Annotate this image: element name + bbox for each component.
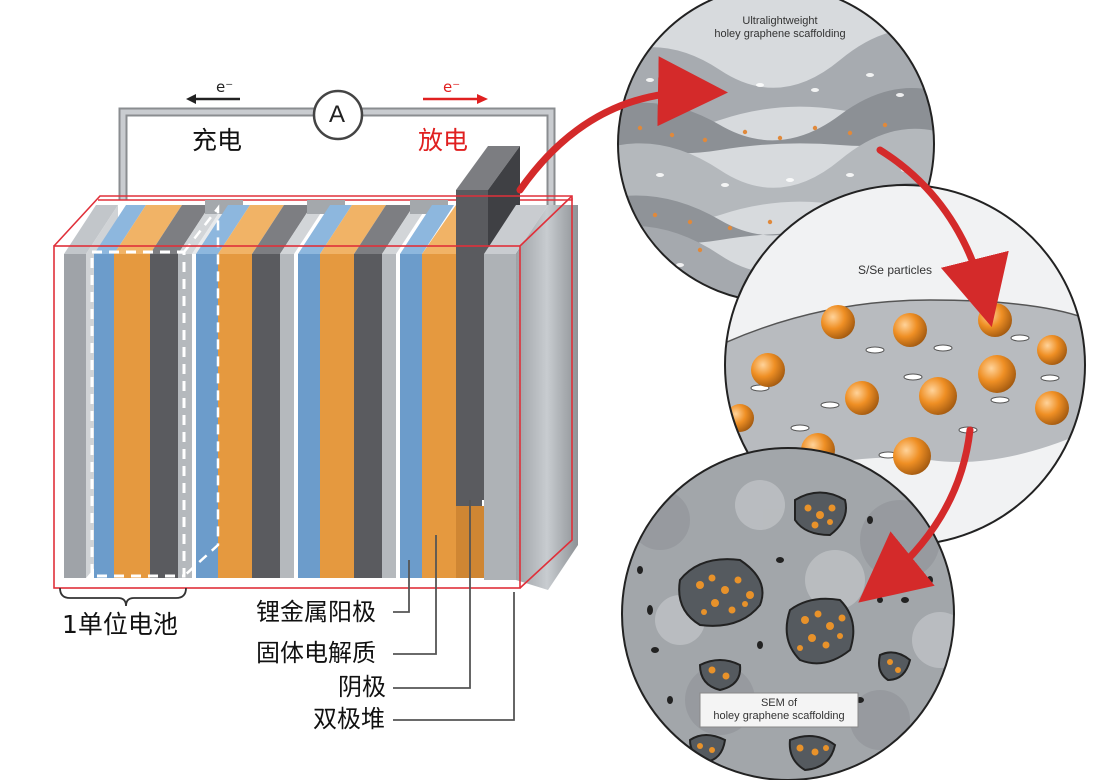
- charge-electron-label: e⁻: [216, 78, 234, 96]
- discharge-electron-label: e⁻: [443, 78, 461, 96]
- cell-layers: [94, 200, 488, 578]
- cathode-label: 阴极: [338, 673, 386, 701]
- unit-cell-label: 1单位电池: [62, 610, 178, 639]
- particles-caption: S/Se particles: [857, 263, 933, 277]
- scaffold-caption-line2: holey graphene scaffolding: [714, 28, 846, 40]
- enclosure-frame: [53, 195, 573, 589]
- sem-caption: SEM of holey graphene scaffolding: [700, 697, 858, 723]
- scaffold-caption: Ultralightweight holey graphene scaffold…: [700, 15, 860, 41]
- battery-stack: [53, 146, 578, 590]
- zoom-circle-sem: [621, 447, 955, 780]
- sem-caption-line2: holey graphene scaffolding: [713, 710, 845, 722]
- external-circuit: [118, 89, 556, 205]
- leader-lines: [59, 500, 515, 721]
- discharge-label: 放电: [418, 126, 469, 155]
- lithium-anode-label: 锂金属阳极: [256, 598, 376, 626]
- end-plate-right: [484, 205, 578, 590]
- arrow-to-particles: [876, 146, 1009, 328]
- unit-cell-outline: [90, 250, 186, 578]
- sem-caption-box: [699, 692, 859, 728]
- scaffold-caption-line1: Ultralightweight: [742, 15, 818, 27]
- arrow-to-scaffold: [516, 56, 728, 194]
- zoom-arrows: [516, 56, 1009, 603]
- ammeter-circle: [312, 89, 364, 141]
- arrow-to-sem: [858, 426, 974, 603]
- solid-electrolyte-label: 固体电解质: [256, 639, 376, 667]
- bipolar-stack-label: 双极堆: [313, 705, 385, 733]
- charge-label: 充电: [192, 126, 243, 155]
- ammeter-symbol: A: [329, 101, 346, 128]
- sem-caption-line1: SEM of: [760, 697, 798, 709]
